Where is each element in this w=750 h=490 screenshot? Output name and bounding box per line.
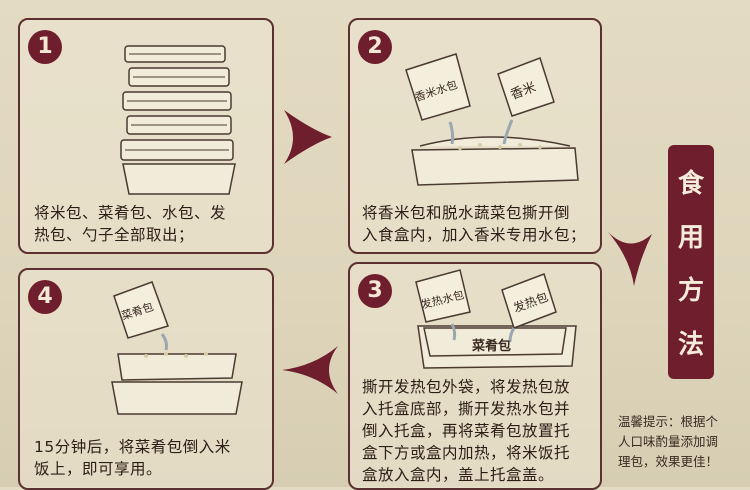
banner-char-3: 方: [678, 270, 704, 307]
banner-char-4: 法: [678, 324, 704, 361]
step-4-panel: 4 菜肴包 15分钟后，将菜肴包倒入米 饭上，即可享用。: [18, 268, 274, 490]
step-2-caption: 将香米包和脱水蔬菜包撕开倒 入食盒内，加入香米专用水包；: [362, 202, 600, 246]
step-2-number: 2: [358, 30, 392, 64]
arrow-left-icon: [280, 344, 340, 396]
pouring-packets-illustration: 香米水包 香米: [400, 50, 600, 200]
step-1-panel: 1 将米包、菜肴包、水包、发 热包、勺子全部取出；: [18, 18, 274, 254]
step-1-caption: 将米包、菜肴包、水包、发 热包、勺子全部取出；: [34, 202, 270, 246]
step-2-panel: 2 香米水包 香米 将香米包和脱水蔬菜包撕开倒 入食盒内，加入香米专用水包；: [348, 18, 602, 254]
pouring-dish-illustration: 菜肴包: [106, 278, 256, 418]
arrow-down-icon: [604, 228, 654, 288]
box-label-dish: 菜肴包: [471, 338, 511, 354]
banner-char-2: 用: [678, 217, 704, 254]
step-3-number: 3: [358, 274, 392, 308]
step-4-number: 4: [28, 280, 62, 314]
banner-char-1: 食: [678, 163, 704, 200]
heating-tray-illustration: 发热水包 发热包 菜肴包: [406, 268, 596, 388]
arrow-right-icon: [282, 108, 334, 166]
step-3-caption: 撕开发热包外袋，将发热包放 入托盒底部，撕开发热水包并 倒入托盒，再将菜肴包放置…: [362, 376, 600, 486]
step-4-caption: 15分钟后，将菜肴包倒入米 饭上，即可享用。: [34, 436, 270, 480]
usage-method-banner: 食 用 方 法: [668, 145, 714, 379]
step-3-panel: 3 发热水包 发热包 菜肴包 撕开发热包外袋，将发热包放 入托盒底部，撕开发热水…: [348, 262, 602, 490]
stacked-trays-illustration: [115, 38, 245, 198]
warm-tip: 温馨提示：根据个 人口味酌量添加调 理包，效果更佳！: [618, 412, 748, 472]
step-1-number: 1: [28, 30, 62, 64]
